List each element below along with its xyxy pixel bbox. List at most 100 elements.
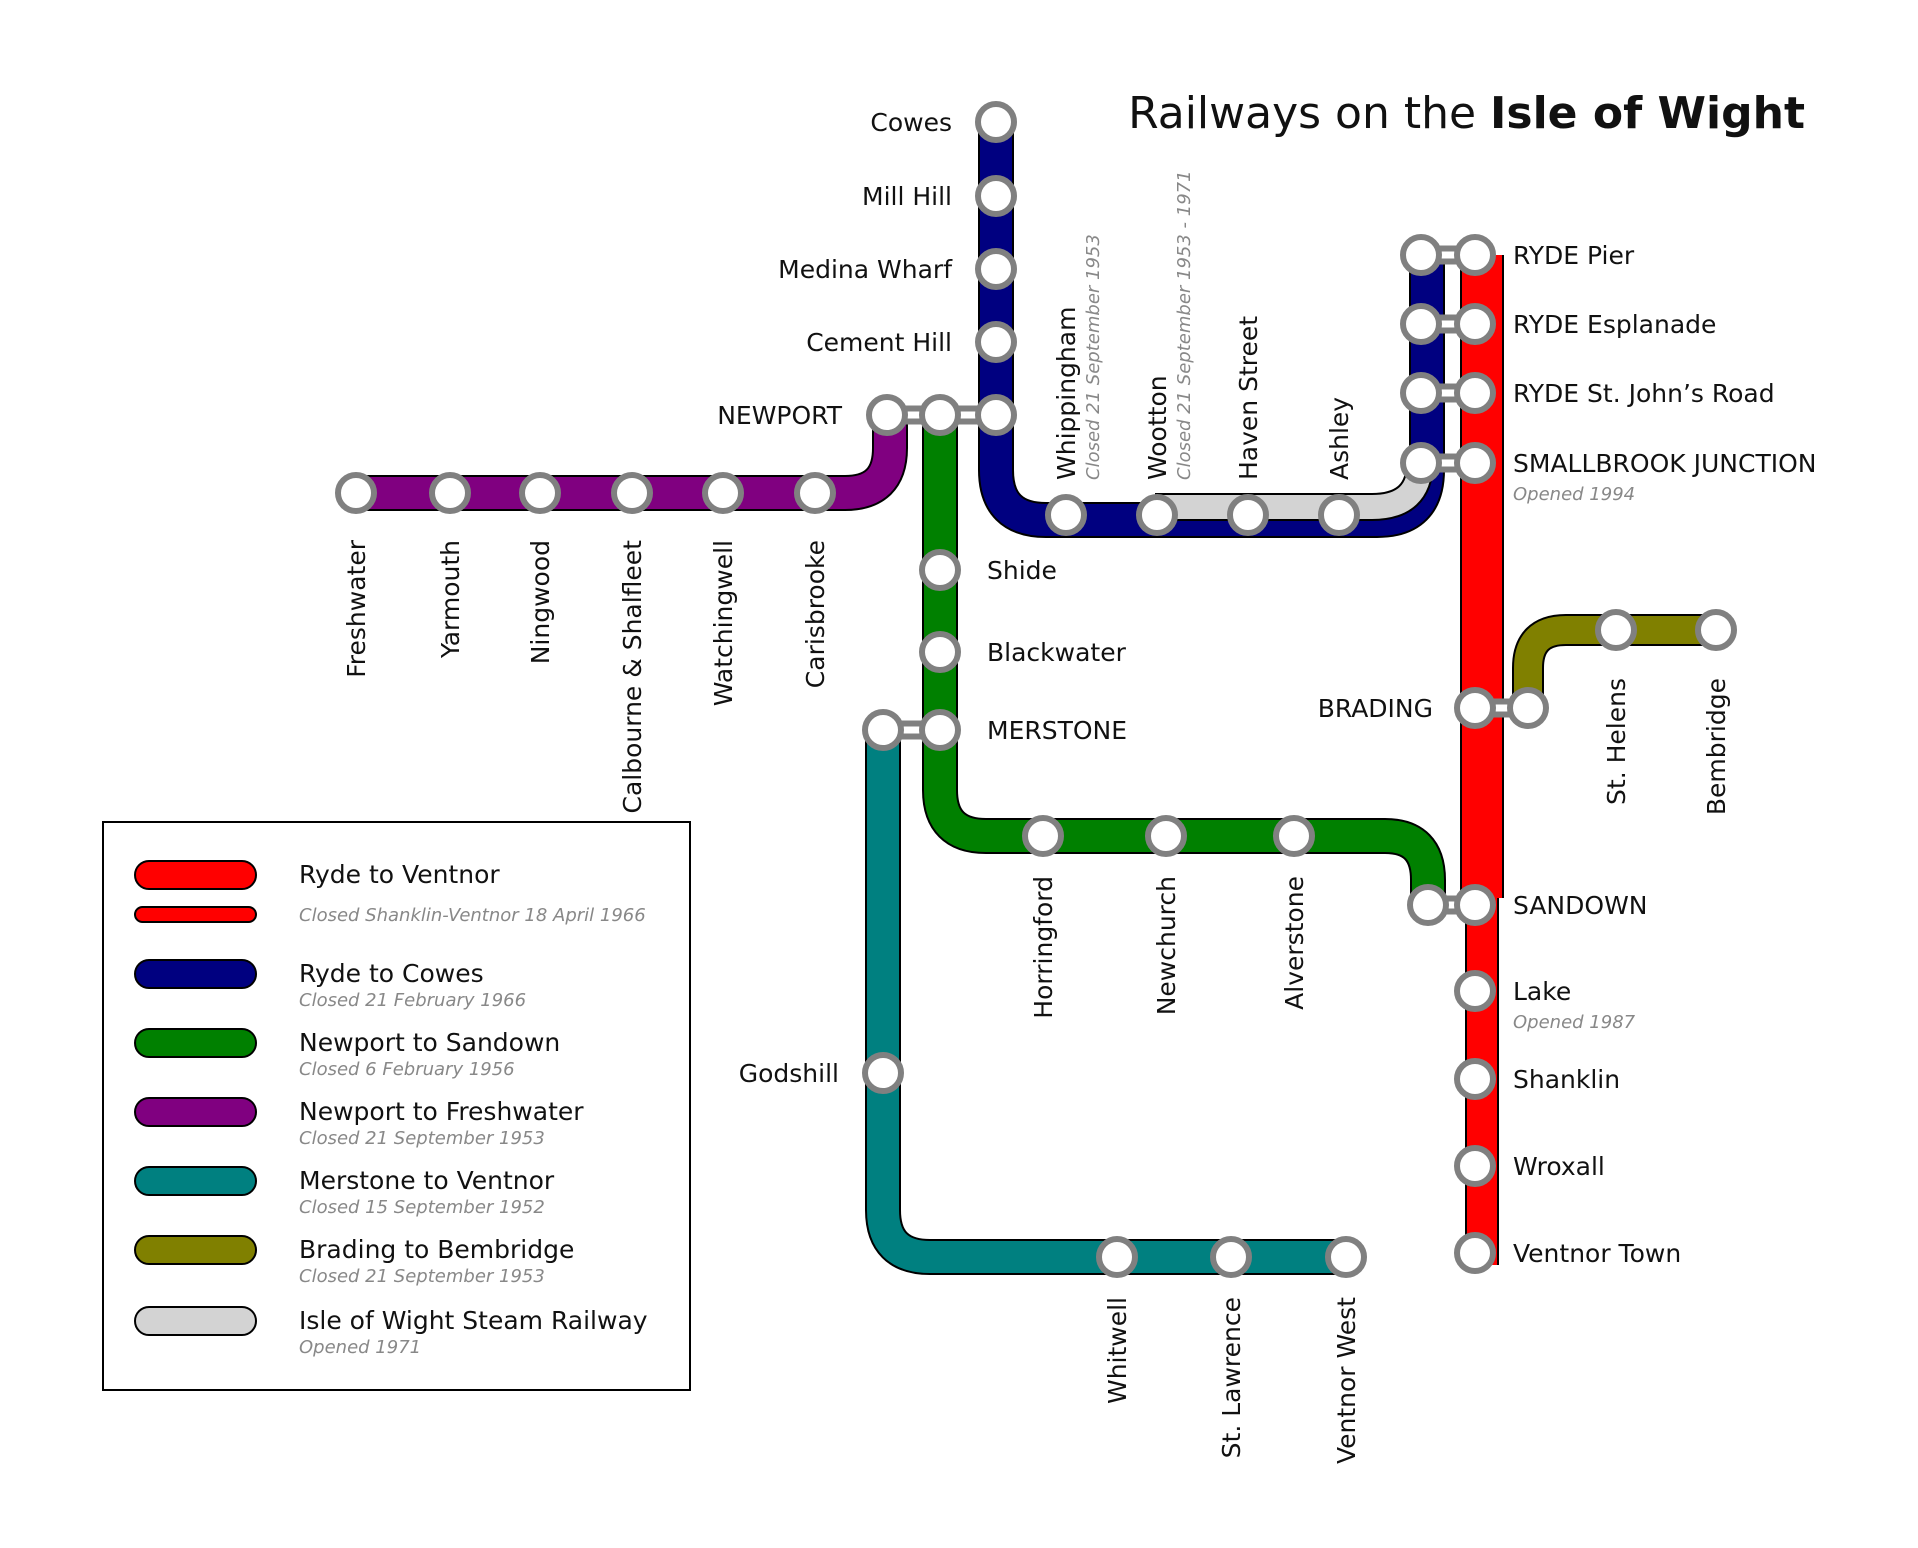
station-marker-godshill <box>862 1052 904 1094</box>
station-label-brading: BRADING <box>1318 694 1433 723</box>
station-label-haven-street: Haven Street <box>1234 316 1263 480</box>
station-marker-watchingwell <box>702 472 744 514</box>
legend-note-ryde-to-ventnor: Closed Shanklin-Ventnor 18 April 1966 <box>299 905 646 926</box>
station-label-cowes: Cowes <box>870 108 952 137</box>
legend-note-newport-to-sandown: Closed 6 February 1956 <box>299 1059 515 1080</box>
station-label-wroxall: Wroxall <box>1513 1152 1605 1181</box>
legend-label-newport-to-freshwater: Newport to Freshwater <box>299 1097 584 1126</box>
legend-item-ryde-to-ventnor: Ryde to Ventnor <box>134 860 500 890</box>
legend-swatch-newport-to-freshwater <box>134 1097 257 1127</box>
station-marker-shide <box>919 549 961 591</box>
legend-label-brading-to-bembridge: Brading to Bembridge <box>299 1235 574 1264</box>
station-label-godshill: Godshill <box>739 1059 839 1088</box>
station-label-bembridge: Bembridge <box>1702 678 1731 815</box>
station-label-lake: Lake <box>1513 977 1571 1006</box>
legend-note-newport-to-freshwater: Closed 21 September 1953 <box>299 1128 545 1149</box>
station-marker-smallbrook <box>1454 442 1496 484</box>
legend-item-brading-to-bembridge: Brading to Bembridge Closed 21 September… <box>134 1235 574 1287</box>
station-label-ningwood: Ningwood <box>526 540 555 664</box>
station-marker-cement-hill <box>975 321 1017 363</box>
station-marker-ryde-pier <box>1454 234 1496 276</box>
station-marker-wroxall <box>1454 1145 1496 1187</box>
legend-swatch-newport-to-sandown <box>134 1028 257 1058</box>
map-title-bold: Isle of Wight <box>1490 88 1805 139</box>
station-marker-yarmouth <box>429 472 471 514</box>
station-marker-cowes <box>975 101 1017 143</box>
station-marker-haven-street <box>1227 494 1269 536</box>
station-note-wootton: Closed 21 September 1953 - 1971 <box>1174 170 1195 480</box>
station-marker-horringford <box>1022 815 1064 857</box>
station-marker-ventnor-west <box>1325 1236 1367 1278</box>
station-marker-sandown <box>1454 884 1496 926</box>
station-label-ryde-esplanade: RYDE Esplanade <box>1513 310 1716 339</box>
station-marker-ryde-esplanade <box>1400 303 1442 345</box>
legend-item-ryde-to-ventnor-closed: Closed Shanklin-Ventnor 18 April 1966 <box>134 905 646 926</box>
station-label-wootton: Wootton <box>1143 375 1172 480</box>
station-marker-blackwater <box>919 631 961 673</box>
legend-swatch-ryde-to-cowes <box>134 959 257 989</box>
station-label-ryde-pier: RYDE Pier <box>1513 241 1635 270</box>
station-label-ryde-st-johns: RYDE St. John’s Road <box>1513 379 1775 408</box>
legend-label-merstone-to-ventnor: Merstone to Ventnor <box>299 1166 555 1195</box>
station-marker-carisbrooke <box>794 472 836 514</box>
station-marker-ryde-esplanade <box>1454 303 1496 345</box>
station-marker-whitwell <box>1096 1236 1138 1278</box>
station-label-ventnor-west: Ventnor West <box>1332 1297 1361 1464</box>
station-label-shanklin: Shanklin <box>1513 1065 1620 1094</box>
station-marker-newport <box>975 394 1017 436</box>
station-marker-smallbrook <box>1400 442 1442 484</box>
station-label-shide: Shide <box>987 556 1057 585</box>
legend-swatch-ryde-to-ventnor-thin <box>134 906 257 923</box>
legend-item-merstone-to-ventnor: Merstone to Ventnor Closed 15 September … <box>134 1166 555 1218</box>
station-marker-mill-hill <box>975 175 1017 217</box>
route-brading-to-bembridge <box>1512 614 1716 708</box>
legend-swatch-ryde-to-ventnor <box>134 860 257 890</box>
station-marker-bembridge <box>1695 609 1737 651</box>
station-marker-ryde-st-johns <box>1454 372 1496 414</box>
legend-item-newport-to-freshwater: Newport to Freshwater Closed 21 Septembe… <box>134 1097 584 1149</box>
station-label-smallbrook: SMALLBROOK JUNCTION <box>1513 449 1816 478</box>
station-label-mill-hill: Mill Hill <box>862 182 952 211</box>
station-marker-brading <box>1454 687 1496 729</box>
map-title-regular: Railways on the <box>1128 88 1490 139</box>
station-marker-wootton <box>1136 494 1178 536</box>
legend-item-ryde-to-cowes: Ryde to Cowes Closed 21 February 1966 <box>134 959 526 1011</box>
legend-item-iow-steam-railway: Isle of Wight Steam Railway Opened 1971 <box>134 1306 648 1358</box>
station-label-calbourne: Calbourne & Shalfleet <box>618 540 647 814</box>
station-label-whippingham: Whippingham <box>1052 307 1081 480</box>
station-label-whitwell: Whitwell <box>1103 1297 1132 1404</box>
station-marker-ventnor-town <box>1454 1232 1496 1274</box>
station-marker-ashley <box>1318 494 1360 536</box>
station-marker-newport <box>866 394 908 436</box>
legend-note-brading-to-bembridge: Closed 21 September 1953 <box>299 1266 545 1287</box>
legend-label-newport-to-sandown: Newport to Sandown <box>299 1028 560 1057</box>
station-marker-medina-wharf <box>975 248 1017 290</box>
station-marker-sandown <box>1407 884 1449 926</box>
station-marker-freshwater <box>335 472 377 514</box>
station-marker-brading <box>1507 687 1549 729</box>
station-marker-shanklin <box>1454 1058 1496 1100</box>
station-label-freshwater: Freshwater <box>342 539 371 677</box>
station-label-newport: NEWPORT <box>717 401 843 430</box>
station-marker-merstone <box>862 709 904 751</box>
station-label-sandown: SANDOWN <box>1513 891 1648 920</box>
station-label-merstone: MERSTONE <box>987 716 1127 745</box>
station-marker-merstone <box>919 709 961 751</box>
station-label-horringford: Horringford <box>1029 876 1058 1019</box>
legend-label-ryde-to-cowes: Ryde to Cowes <box>299 959 484 988</box>
station-marker-lake <box>1454 970 1496 1012</box>
legend-swatch-brading-to-bembridge <box>134 1235 257 1265</box>
station-labels: Cowes Mill Hill Medina Wharf Cement Hill… <box>717 108 1816 1268</box>
station-label-st-helens: St. Helens <box>1602 678 1631 805</box>
station-label-st-lawrence: St. Lawrence <box>1217 1297 1246 1458</box>
station-marker-st-helens <box>1595 609 1637 651</box>
station-label-carisbrooke: Carisbrooke <box>801 540 830 688</box>
station-label-newchurch: Newchurch <box>1152 876 1181 1015</box>
station-marker-newport <box>919 394 961 436</box>
station-markers <box>335 101 1737 1278</box>
route-newport-to-sandown <box>922 415 1446 903</box>
legend-swatch-merstone-to-ventnor <box>134 1166 257 1196</box>
route-merstone-to-ventnor <box>865 730 1346 1275</box>
station-labels-vertical: Freshwater Yarmouth Ningwood Calbourne &… <box>342 170 1731 1464</box>
